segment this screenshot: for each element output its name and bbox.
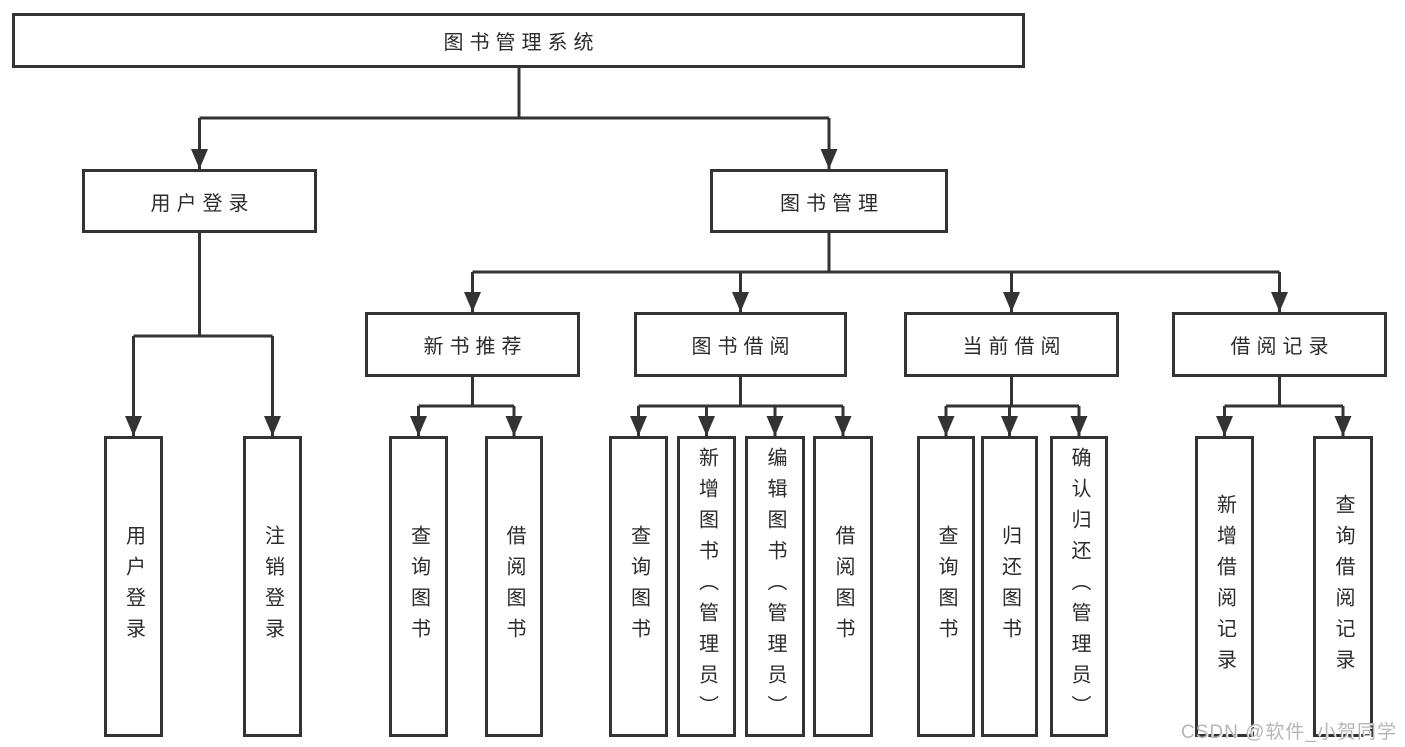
leaf-borrow-query-books: 查询图书 <box>609 436 668 737</box>
leaf-borrow-books-label: 借阅图书 <box>832 524 854 649</box>
node-borrow-records-label: 借阅记录 <box>1230 336 1335 358</box>
leaf-newrec-query-books: 查询图书 <box>389 436 448 737</box>
connector-new-books-children <box>410 377 523 436</box>
leaf-current-query-books: 查询图书 <box>917 436 975 737</box>
connector-book-borrow-children <box>630 377 852 436</box>
connector-current-borrow-children <box>937 377 1088 436</box>
leaf-borrow-query-books-label: 查询图书 <box>627 524 650 649</box>
connector-borrow-records-children <box>1216 377 1352 436</box>
node-user-login: 用户登录 <box>82 169 317 233</box>
leaf-confirm-return-admin-label: 确认归还（管理员） <box>1068 447 1090 726</box>
leaf-query-borrow-record: 查询借阅记录 <box>1313 436 1373 737</box>
leaf-newrec-query-books-label: 查询图书 <box>407 524 430 649</box>
node-book-borrow-label: 图书借阅 <box>691 336 796 358</box>
node-book-borrow: 图书借阅 <box>634 312 847 377</box>
leaf-user-login-label: 用户登录 <box>122 524 145 649</box>
leaf-query-borrow-record-label: 查询借阅记录 <box>1332 493 1354 680</box>
leaf-borrow-books: 借阅图书 <box>813 436 873 737</box>
connector-root-to-level2 <box>191 68 838 169</box>
node-book-management-label: 图书管理 <box>780 192 884 215</box>
leaf-newrec-borrow-books: 借阅图书 <box>485 436 543 737</box>
connector-user-login-children <box>125 233 281 436</box>
leaf-return-books: 归还图书 <box>981 436 1038 737</box>
connector-book-mgmt-children <box>464 233 1288 312</box>
leaf-user-login: 用户登录 <box>104 436 163 737</box>
node-new-book-recommend: 新书推荐 <box>365 312 580 377</box>
leaf-add-books-admin: 新增图书（管理员） <box>677 436 736 737</box>
leaf-edit-books-admin: 编辑图书（管理员） <box>745 436 805 737</box>
node-book-management: 图书管理 <box>710 169 948 233</box>
leaf-confirm-return-admin: 确认归还（管理员） <box>1050 436 1108 737</box>
leaf-add-borrow-record: 新增借阅记录 <box>1195 436 1254 737</box>
leaf-logout: 注销登录 <box>243 436 302 737</box>
node-current-borrow: 当前借阅 <box>904 312 1119 377</box>
node-new-book-recommend-label: 新书推荐 <box>423 336 528 358</box>
leaf-logout-label: 注销登录 <box>261 524 284 649</box>
csdn-watermark: CSDN @软件_小贺同学 <box>1181 722 1397 743</box>
node-borrow-records: 借阅记录 <box>1172 312 1387 377</box>
node-system-root-label: 图书管理系统 <box>443 32 600 54</box>
leaf-add-books-admin-label: 新增图书（管理员） <box>695 447 718 726</box>
leaf-add-borrow-record-label: 新增借阅记录 <box>1213 493 1236 680</box>
node-user-login-label: 用户登录 <box>150 192 255 215</box>
leaf-edit-books-admin-label: 编辑图书（管理员） <box>764 447 786 726</box>
node-current-borrow-label: 当前借阅 <box>962 336 1067 358</box>
node-system-root: 图书管理系统 <box>12 13 1025 68</box>
leaf-return-books-label: 归还图书 <box>998 524 1021 649</box>
leaf-current-query-books-label: 查询图书 <box>935 524 957 649</box>
leaf-newrec-borrow-books-label: 借阅图书 <box>503 524 525 649</box>
